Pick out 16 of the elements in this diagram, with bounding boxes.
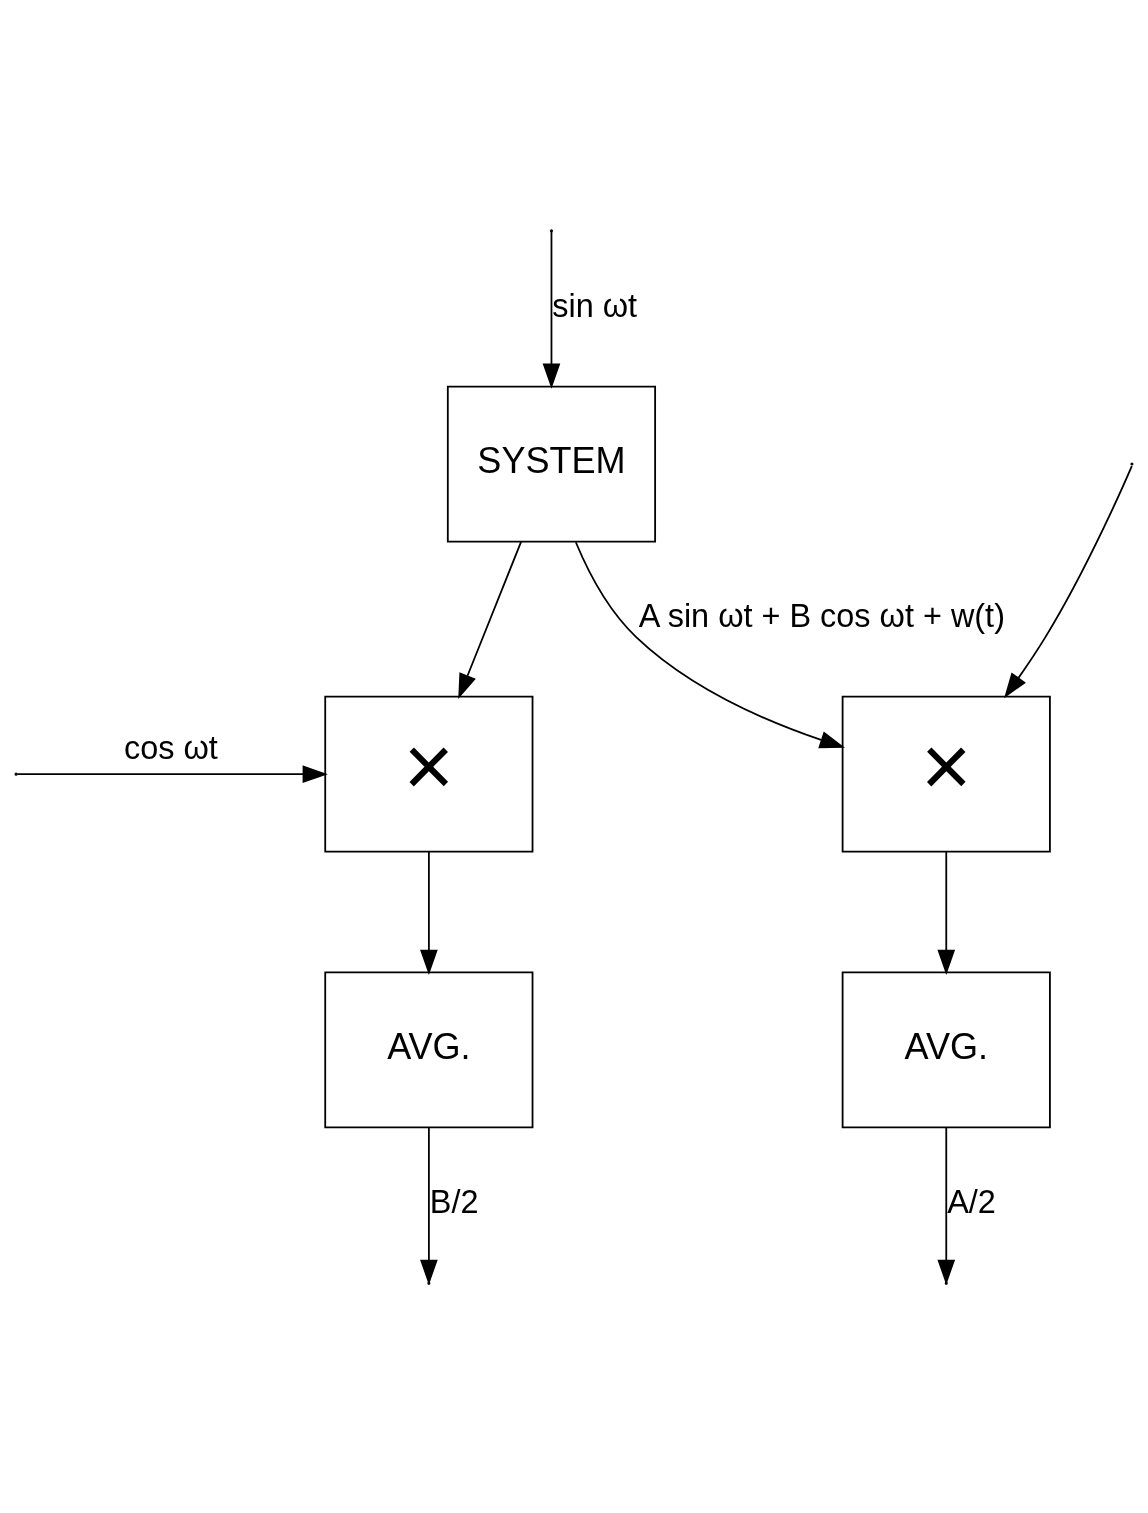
edge-label: A/2 [947,1183,996,1220]
node-box: × [841,695,1051,853]
node-box: SYSTEM [446,385,656,542]
node-box: × [324,695,534,853]
arrow [574,540,845,748]
edge-label: B/2 [429,1183,479,1220]
arrow [458,540,523,699]
arrow [16,764,328,783]
node-box: AVG. [324,971,534,1128]
edge-label: A sin ωt + B cos ωt + w(t) [638,597,1005,634]
arrow [420,850,438,975]
edge-label: sin ωt [552,287,638,324]
arrow [542,230,561,389]
node-box: AVG. [841,971,1051,1128]
edge-label: cos ωt [124,729,218,766]
arrow [937,850,956,975]
